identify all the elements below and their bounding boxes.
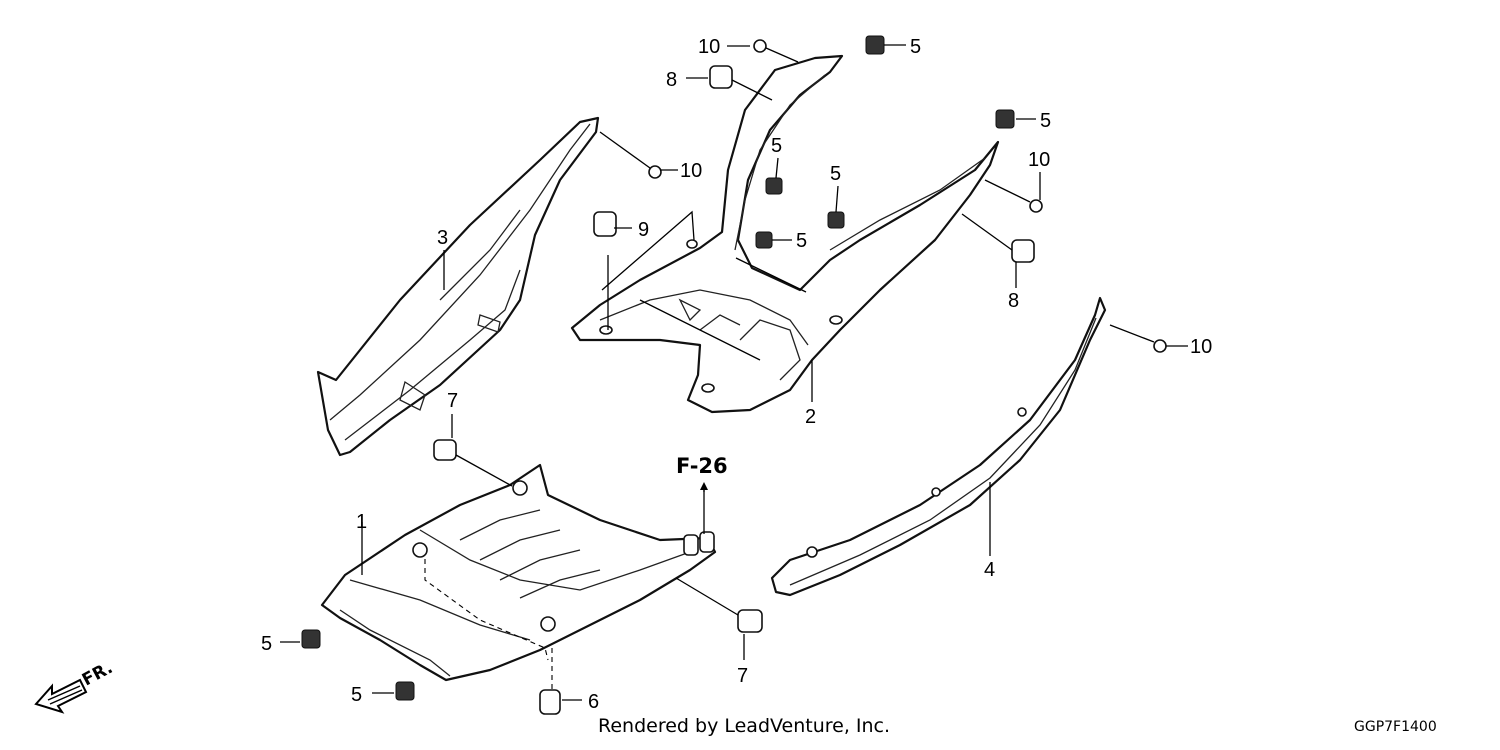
callout-leaders	[280, 44, 1188, 701]
bolt-10-left	[599, 131, 662, 179]
bolt-10-top	[753, 39, 799, 63]
callout-5-center-b: 5	[830, 163, 841, 185]
callout-1: 1	[356, 511, 367, 533]
screw-6	[539, 689, 561, 715]
part-4-side-rail-right	[770, 296, 1107, 597]
callout-10-rail: 10	[1190, 336, 1212, 358]
part-2-floor-panel	[570, 54, 1000, 414]
callout-10-right: 10	[1028, 149, 1050, 171]
part-3-side-cover-left	[316, 116, 600, 457]
bolt-10-rail	[1109, 324, 1167, 353]
clip-nut-5	[395, 681, 415, 701]
callout-5-bottom: 5	[351, 684, 362, 706]
clip-nut-5	[301, 629, 321, 649]
callout-5-center-c: 5	[796, 230, 807, 252]
callout-2: 2	[805, 406, 816, 428]
bolt-10-right	[984, 179, 1043, 213]
diagram-code: GGP7F1400	[1354, 719, 1437, 735]
clip-nut-5	[827, 211, 845, 229]
callout-10-top: 10	[698, 36, 720, 58]
clip-nut-5	[755, 231, 773, 249]
callout-5-right-top: 5	[1040, 110, 1051, 132]
callout-10-left: 10	[680, 160, 702, 182]
collar-bolt-8-top	[709, 65, 773, 101]
credit-text: Rendered by LeadVenture, Inc.	[598, 715, 890, 737]
callout-8-top: 8	[666, 69, 677, 91]
collar-bolt-8-right	[961, 213, 1035, 263]
clip-nut-5	[765, 177, 783, 195]
callout-7-top: 7	[447, 390, 458, 412]
callout-3: 3	[437, 227, 448, 249]
callout-4: 4	[984, 559, 995, 581]
callout-9: 9	[638, 219, 649, 241]
front-indicator-label: FR.	[79, 658, 116, 690]
part-1-under-cover	[320, 463, 717, 682]
callout-7-bottom: 7	[737, 665, 748, 687]
clip-nut-5	[865, 35, 885, 55]
callout-5-bottom-left: 5	[261, 633, 272, 655]
callout-5-center-a: 5	[771, 135, 782, 157]
collar-bolt-9	[593, 211, 617, 237]
front-arrow-icon	[34, 678, 88, 714]
collar-bolt-7-bottom	[675, 577, 763, 633]
clip-nut-5	[995, 109, 1015, 129]
callout-5-top: 5	[910, 36, 921, 58]
callout-6: 6	[588, 691, 599, 713]
reference-tag: F-26	[676, 454, 728, 478]
callout-8-right: 8	[1008, 290, 1019, 312]
collar-bolt-7-top	[433, 439, 513, 487]
